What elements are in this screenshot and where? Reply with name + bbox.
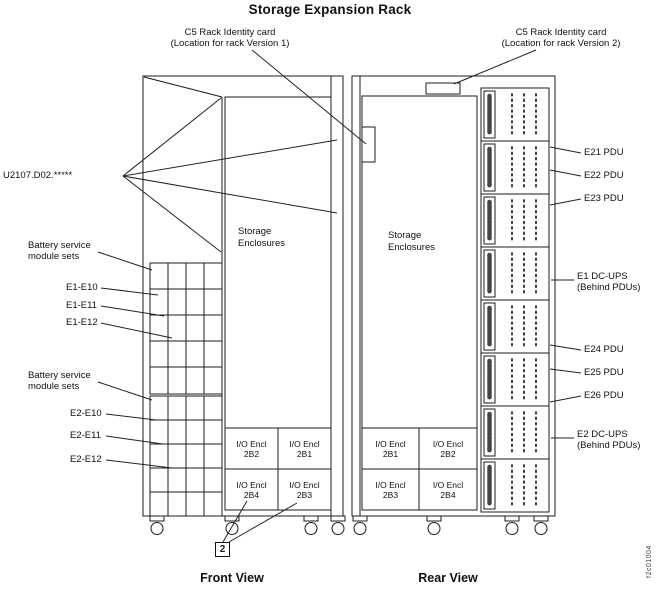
battery-e1-e12-label: E1-E12	[66, 317, 98, 328]
front-casters	[149, 515, 346, 535]
battery-e2-e12-label: E2-E12	[70, 454, 102, 465]
pdu-column	[480, 87, 550, 513]
rear-io-2b3: I/O Encl 2B3	[375, 479, 406, 500]
rear-view-caption: Rear View	[418, 571, 478, 585]
rear-io-2b4: I/O Encl 2B4	[432, 479, 464, 500]
e24-pdu-label: E24 PDU	[584, 344, 624, 355]
front-storage-enclosures-label: Storage Enclosures	[238, 226, 285, 249]
battery-service-label-1: Battery service module sets	[28, 240, 91, 262]
battery-e1-e10-label: E1-E10	[66, 282, 98, 293]
front-io-2b2: I/O Encl 2B2	[236, 438, 267, 459]
rack-serial-label: U2107.D02.*****	[3, 170, 73, 181]
e2-dcups-label: E2 DC-UPS (Behind PDUs)	[577, 429, 641, 451]
battery-e1-e11-label: E1-E11	[66, 300, 97, 311]
battery-e2-e10-label: E2-E10	[70, 408, 102, 419]
front-io-2b4: I/O Encl 2B4	[236, 479, 267, 500]
e25-pdu-label: E25 PDU	[584, 367, 624, 378]
rear-rack-outline	[351, 75, 556, 535]
e21-pdu-label: E21 PDU	[584, 147, 624, 158]
rear-storage-enclosures-label: Storage Enclosures	[388, 230, 435, 253]
e1-dcups-label: E1 DC-UPS (Behind PDUs)	[577, 271, 641, 293]
figure-id: f2c01004	[646, 545, 653, 578]
diagram-title: Storage Expansion Rack	[248, 2, 412, 17]
rear-io-grid	[361, 427, 478, 511]
rear-io-2b2: I/O Encl 2B2	[432, 438, 464, 459]
front-io-2b1: I/O Encl 2B1	[289, 438, 320, 459]
front-io-grid	[224, 427, 332, 511]
callout-2-box: 2	[215, 542, 230, 557]
e26-pdu-label: E26 PDU	[584, 390, 624, 401]
front-io-2b3: I/O Encl 2B3	[289, 479, 320, 500]
rear-casters	[352, 515, 549, 535]
leader-lines	[97, 49, 582, 543]
battery-grid-upper	[149, 262, 223, 395]
rear-io-2b1: I/O Encl 2B1	[375, 438, 406, 459]
battery-e2-e11-label: E2-E11	[70, 430, 101, 441]
identity-card-v2-callout: C5 Rack Identity card (Location for rack…	[501, 27, 621, 49]
identity-card-v1-callout: C5 Rack Identity card (Location for rack…	[170, 27, 290, 49]
front-rack-outline	[142, 75, 376, 535]
front-view-caption: Front View	[200, 571, 264, 585]
e22-pdu-label: E22 PDU	[584, 170, 624, 181]
e23-pdu-label: E23 PDU	[584, 193, 624, 204]
battery-grid-lower	[149, 395, 223, 517]
battery-service-label-2: Battery service module sets	[28, 370, 91, 392]
